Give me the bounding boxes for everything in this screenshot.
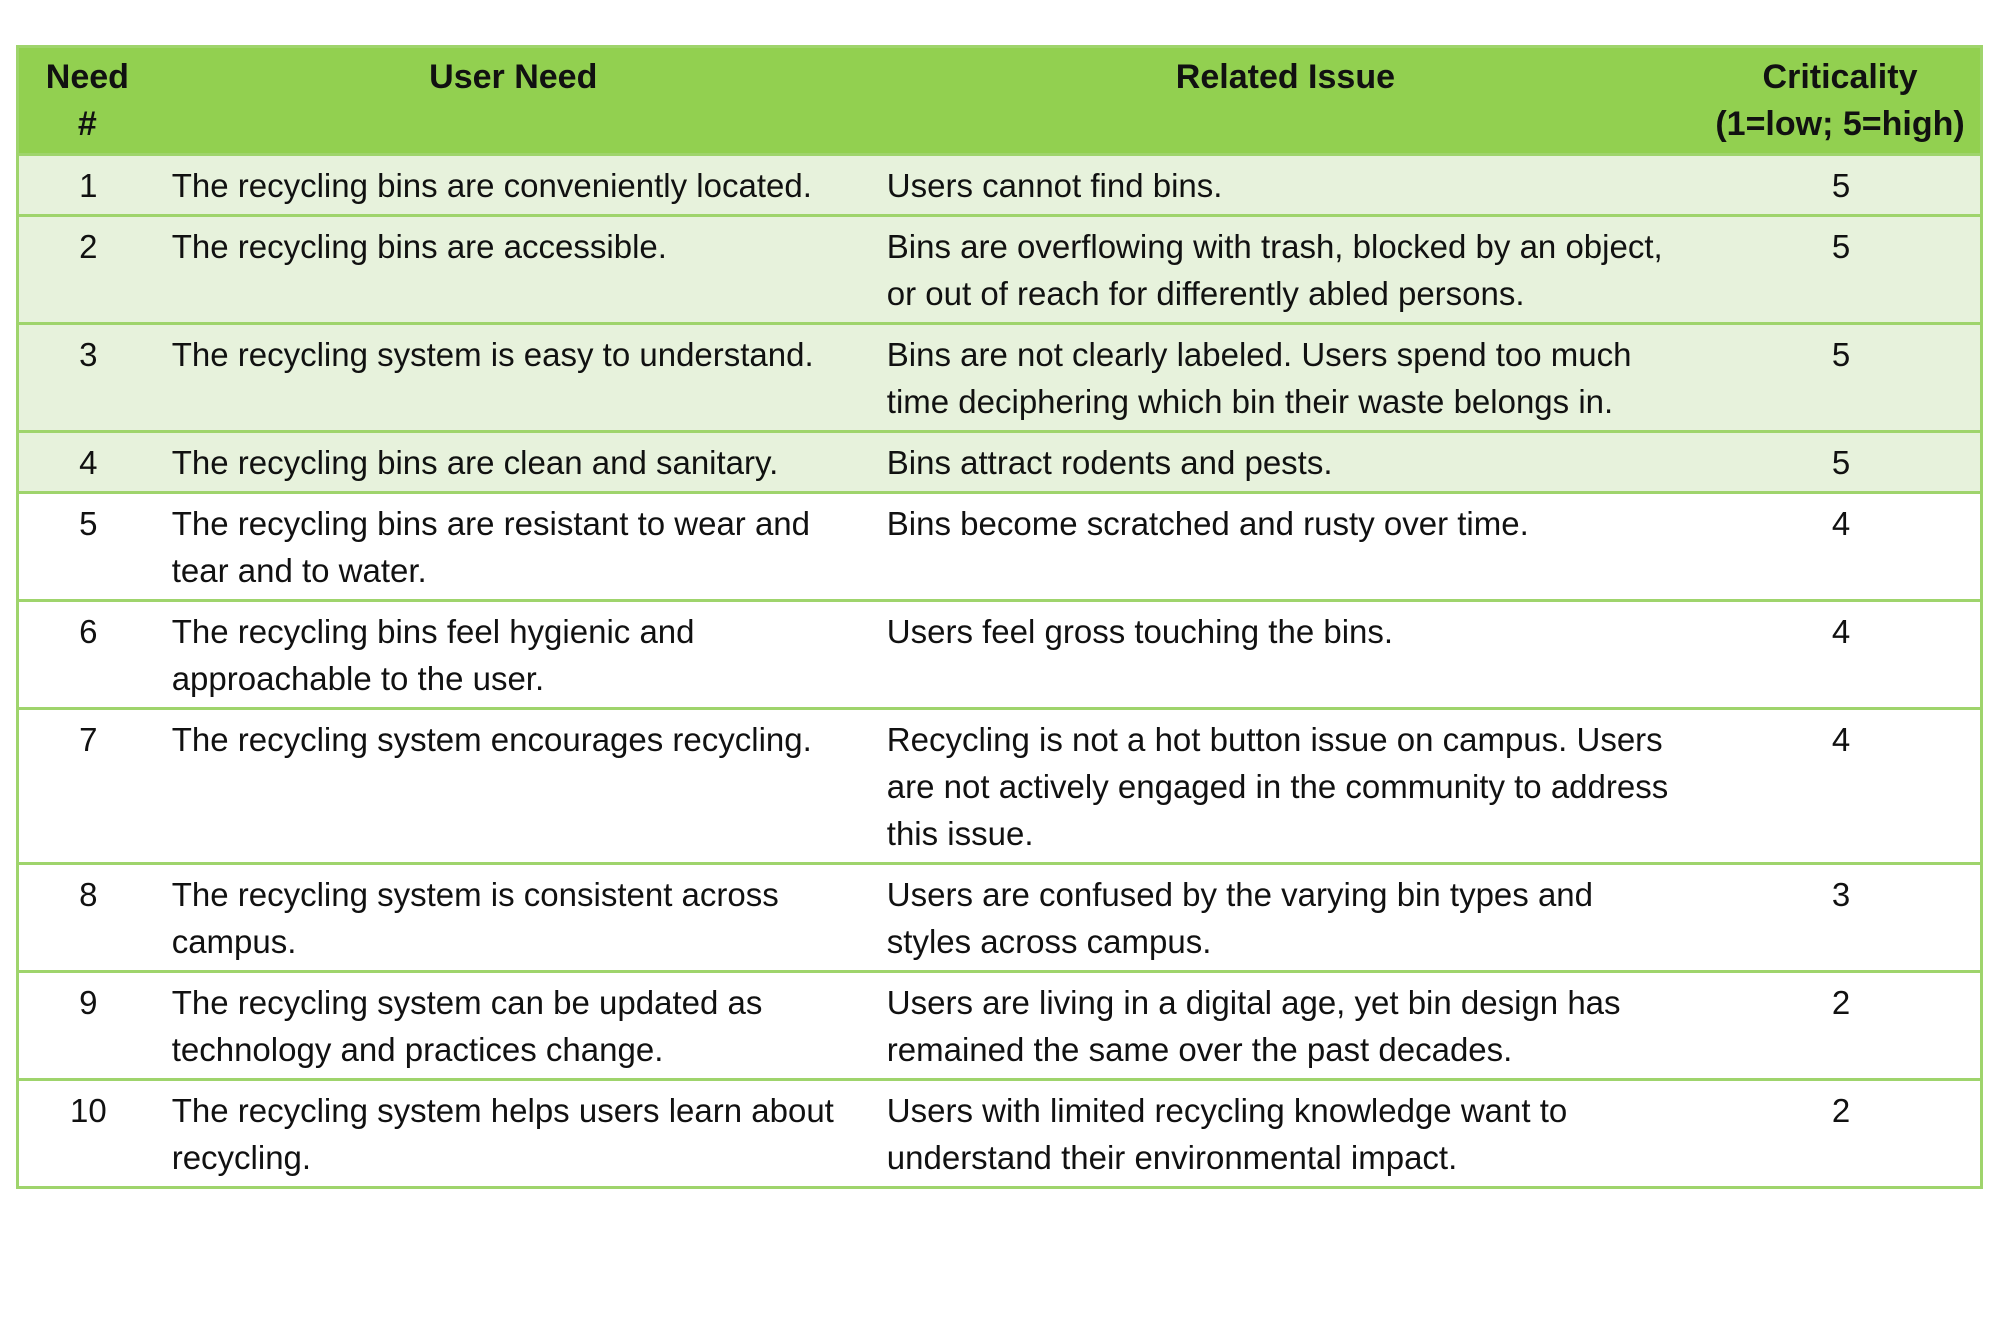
need-number-cell: 1 bbox=[17, 153, 156, 216]
criticality-cell: 4 bbox=[1700, 491, 1982, 601]
user-need-cell: The recycling bins are clean and sanitar… bbox=[155, 430, 871, 493]
need-number-cell: 4 bbox=[17, 430, 156, 493]
criticality-cell: 2 bbox=[1700, 970, 1982, 1080]
related-issue-cell: Bins become scratched and rusty over tim… bbox=[870, 491, 1701, 601]
table-row: 7 The recycling system encourages recycl… bbox=[17, 707, 1982, 864]
user-needs-table-container: Need # User Need Related Issue Criticali… bbox=[16, 45, 1983, 1189]
criticality-cell: 2 bbox=[1700, 1078, 1982, 1188]
need-number-cell: 2 bbox=[17, 214, 156, 324]
column-header-criticality: Criticality (1=low; 5=high) bbox=[1715, 58, 1965, 143]
table-row: 3 The recycling system is easy to unders… bbox=[17, 322, 1982, 432]
user-needs-table: Need # User Need Related Issue Criticali… bbox=[16, 45, 1983, 1189]
table-header: Need # User Need Related Issue Criticali… bbox=[17, 46, 1982, 155]
column-header-user-need: User Need bbox=[429, 58, 598, 96]
table-row: 2 The recycling bins are accessible. Bin… bbox=[17, 214, 1982, 324]
criticality-cell: 5 bbox=[1700, 430, 1982, 493]
table-row: 5 The recycling bins are resistant to we… bbox=[17, 491, 1982, 601]
table-row: 10 The recycling system helps users lear… bbox=[17, 1078, 1982, 1188]
need-number-cell: 6 bbox=[17, 599, 156, 709]
user-need-cell: The recycling system helps users learn a… bbox=[155, 1078, 871, 1188]
related-issue-cell: Users are confused by the varying bin ty… bbox=[870, 862, 1701, 972]
criticality-cell: 5 bbox=[1700, 153, 1982, 216]
header-row: Need # User Need Related Issue Criticali… bbox=[17, 46, 1982, 155]
user-need-cell: The recycling bins feel hygienic and app… bbox=[155, 599, 871, 709]
need-number-cell: 3 bbox=[17, 322, 156, 432]
table-row: 8 The recycling system is consistent acr… bbox=[17, 862, 1982, 972]
user-need-cell: The recycling bins are accessible. bbox=[155, 214, 871, 324]
user-need-cell: The recycling bins are resistant to wear… bbox=[155, 491, 871, 601]
related-issue-cell: Users are living in a digital age, yet b… bbox=[870, 970, 1701, 1080]
related-issue-cell: Users feel gross touching the bins. bbox=[870, 599, 1701, 709]
criticality-cell: 3 bbox=[1700, 862, 1982, 972]
table-row: 1 The recycling bins are conveniently lo… bbox=[17, 153, 1982, 216]
criticality-cell: 5 bbox=[1700, 214, 1982, 324]
user-need-cell: The recycling system encourages recyclin… bbox=[155, 707, 871, 864]
criticality-cell: 5 bbox=[1700, 322, 1982, 432]
need-number-cell: 8 bbox=[17, 862, 156, 972]
need-number-cell: 10 bbox=[17, 1078, 156, 1188]
table-body: 1 The recycling bins are conveniently lo… bbox=[17, 153, 1982, 1188]
related-issue-cell: Bins are overflowing with trash, blocked… bbox=[870, 214, 1701, 324]
related-issue-cell: Recycling is not a hot button issue on c… bbox=[870, 707, 1701, 864]
need-number-cell: 9 bbox=[17, 970, 156, 1080]
user-need-cell: The recycling system can be updated as t… bbox=[155, 970, 871, 1080]
table-row: 4 The recycling bins are clean and sanit… bbox=[17, 430, 1982, 493]
related-issue-cell: Bins are not clearly labeled. Users spen… bbox=[870, 322, 1701, 432]
table-row: 6 The recycling bins feel hygienic and a… bbox=[17, 599, 1982, 709]
criticality-cell: 4 bbox=[1700, 599, 1982, 709]
user-need-cell: The recycling system is easy to understa… bbox=[155, 322, 871, 432]
user-need-cell: The recycling system is consistent acros… bbox=[155, 862, 871, 972]
related-issue-cell: Users with limited recycling knowledge w… bbox=[870, 1078, 1701, 1188]
table-row: 9 The recycling system can be updated as… bbox=[17, 970, 1982, 1080]
need-number-cell: 5 bbox=[17, 491, 156, 601]
need-number-cell: 7 bbox=[17, 707, 156, 864]
related-issue-cell: Users cannot find bins. bbox=[870, 153, 1701, 216]
column-header-related-issue: Related Issue bbox=[1175, 58, 1396, 96]
user-need-cell: The recycling bins are conveniently loca… bbox=[155, 153, 871, 216]
criticality-cell: 4 bbox=[1700, 707, 1982, 864]
related-issue-cell: Bins attract rodents and pests. bbox=[870, 430, 1701, 493]
column-header-need-number: Need # bbox=[45, 58, 129, 143]
